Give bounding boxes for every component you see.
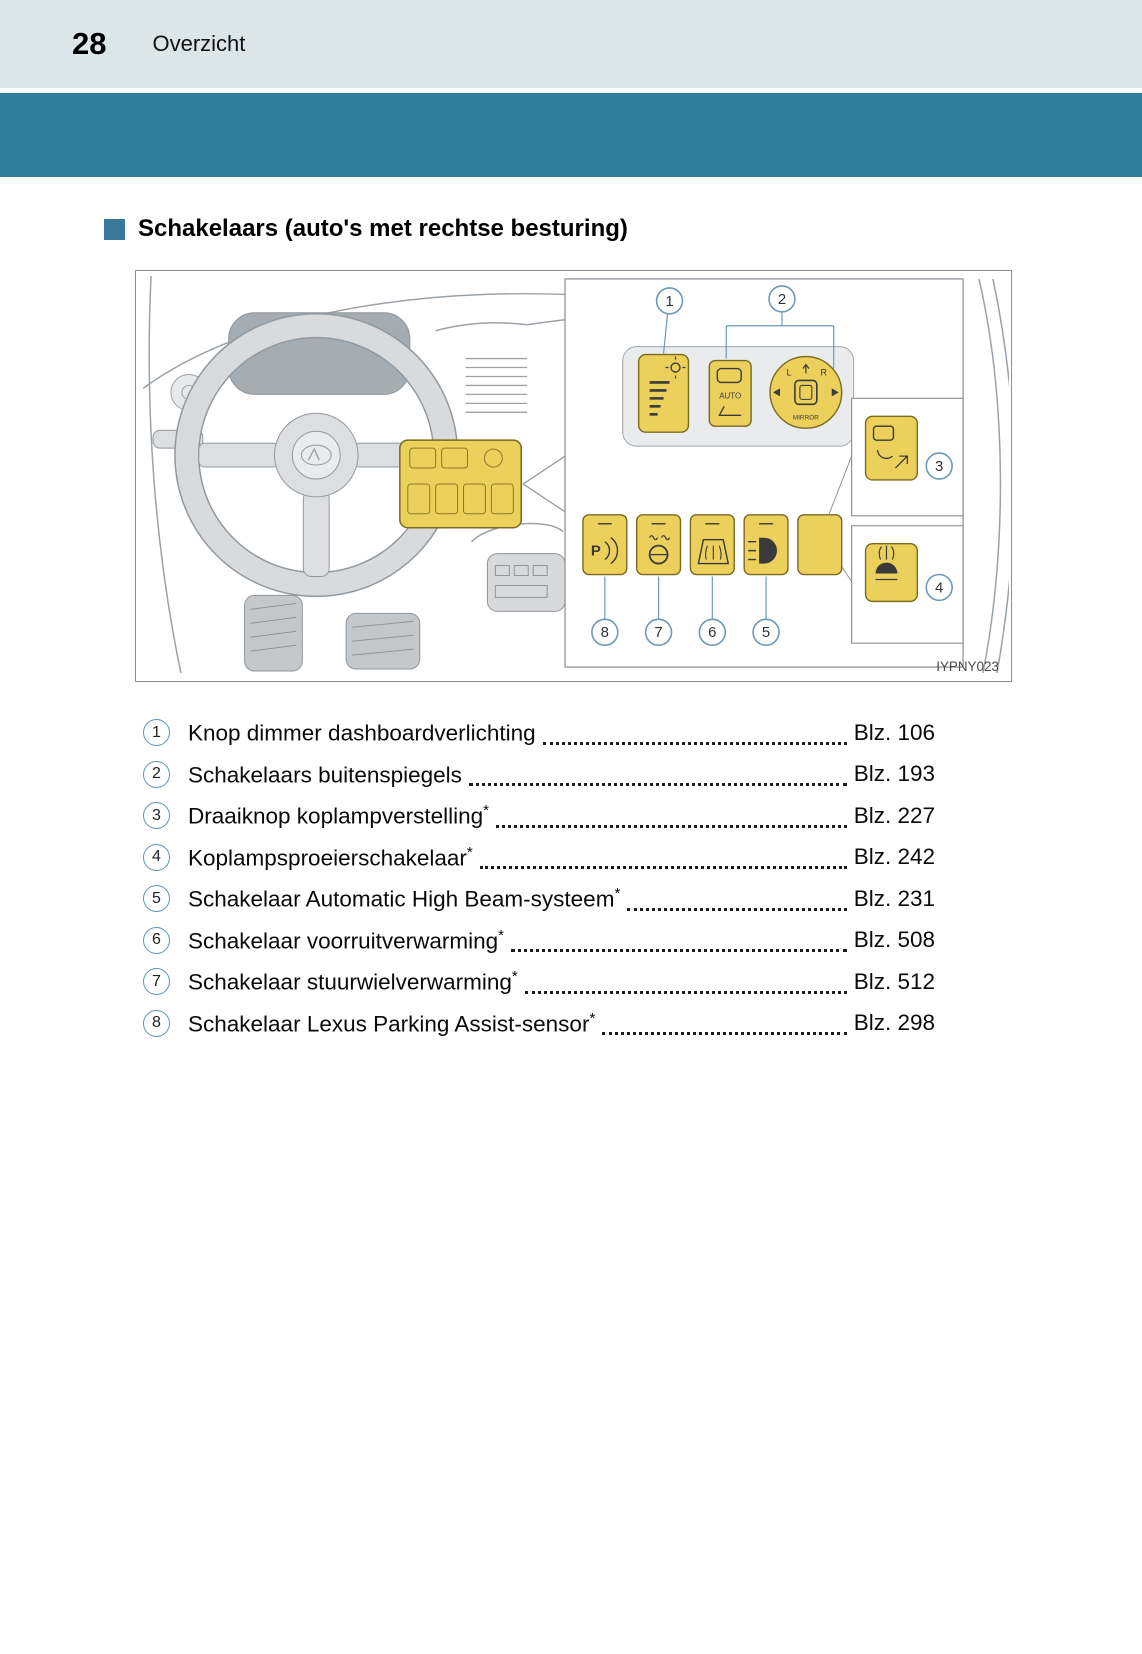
dotted-leader: [524, 990, 847, 994]
svg-text:8: 8: [601, 624, 609, 641]
pedals: [244, 594, 421, 672]
item-number-badge: 2: [143, 760, 170, 788]
list-item: 6 Schakelaar voorruitverwarming* Blz. 50…: [143, 920, 935, 962]
auto-label: AUTO: [719, 391, 741, 400]
dashboard-figure: AUTO L R MIRROR: [135, 270, 1012, 682]
defroster-switch: [689, 514, 735, 576]
steering-heat-switch: [635, 514, 682, 576]
item-label: Koplampsproeierschakelaar*: [188, 843, 473, 871]
item-label: Schakelaars buitenspiegels: [188, 762, 462, 787]
headlight-leveling-switch: [864, 415, 919, 481]
callout-7: 7: [644, 576, 673, 646]
headlamp-washer-switch: [864, 542, 919, 603]
dotted-leader: [510, 949, 847, 952]
dotted-leader: [496, 824, 847, 828]
figure-code: IYPNY023: [936, 659, 999, 674]
parking-p-label: P: [591, 543, 601, 560]
item-number-badge: 3: [143, 802, 170, 830]
callout-8: 8: [591, 576, 619, 646]
mirror-l-label: L: [786, 367, 791, 377]
svg-text:2: 2: [778, 291, 786, 308]
item-label: Knop dimmer dashboardverlichting: [188, 720, 536, 746]
dotted-leader: [627, 907, 847, 911]
item-number-badge: 5: [143, 885, 170, 913]
switch-row: P: [582, 514, 843, 576]
blank-switch: [797, 514, 843, 576]
item-label: Schakelaar stuurwielverwarming*: [188, 968, 518, 995]
item-label: Schakelaar Automatic High Beam-systeem*: [188, 885, 621, 912]
section-heading: Schakelaars (auto's met rechtse besturin…: [104, 215, 1142, 243]
item-asterisk: *: [614, 885, 621, 902]
door-switch-panel: [470, 522, 566, 612]
item-label: Schakelaar voorruitverwarming*: [188, 926, 504, 954]
callout-4: 4: [925, 573, 953, 602]
dotted-leader: [468, 783, 847, 786]
item-label: Schakelaar Lexus Parking Assist-sensor*: [188, 1009, 596, 1037]
list-item: 5 Schakelaar Automatic High Beam-systeem…: [143, 878, 935, 920]
item-page-ref: Blz. 508: [853, 927, 935, 953]
lexus-logo: [300, 444, 332, 466]
item-label: Draaiknop koplampverstelling*: [188, 802, 489, 829]
high-beam-switch: [743, 514, 789, 576]
item-asterisk: *: [589, 1009, 596, 1027]
page-number: 28: [72, 26, 107, 61]
item-number-badge: 8: [143, 1009, 170, 1037]
switch-panel-highlight: [399, 439, 522, 529]
item-page-ref: Blz. 298: [853, 1010, 935, 1036]
item-asterisk: *: [511, 968, 518, 985]
item-page-ref: Blz. 227: [853, 802, 935, 828]
chapter-banner: [0, 93, 1142, 177]
mirror-auto-button: AUTO: [708, 359, 752, 427]
parking-sensor-switch: P: [582, 514, 628, 576]
list-item: 7 Schakelaar stuurwielverwarming* Blz. 5…: [143, 961, 935, 1003]
item-asterisk: *: [466, 843, 473, 861]
dotted-leader: [542, 741, 847, 745]
item-page-ref: Blz. 106: [853, 719, 935, 745]
list-item: 1 Knop dimmer dashboardverlichting Blz. …: [143, 712, 935, 754]
item-page-ref: Blz. 512: [853, 968, 935, 994]
dotted-leader: [479, 866, 847, 869]
svg-text:1: 1: [665, 293, 673, 310]
mirror-r-label: R: [821, 367, 828, 377]
section-heading-text: Schakelaars (auto's met rechtse besturin…: [138, 215, 628, 242]
detail-inset-panel: AUTO L R MIRROR: [564, 278, 964, 668]
svg-text:6: 6: [708, 624, 716, 641]
item-asterisk: *: [498, 926, 504, 944]
svg-text:3: 3: [935, 458, 943, 475]
air-vent-grille: [465, 357, 528, 413]
page-header: 28 Overzicht: [0, 0, 1142, 88]
dotted-leader: [602, 1032, 847, 1035]
dashboard-illustration: AUTO L R MIRROR: [142, 275, 1009, 674]
callout-6: 6: [698, 576, 727, 646]
item-number-badge: 6: [143, 926, 170, 954]
item-number-badge: 7: [143, 968, 170, 996]
svg-text:7: 7: [654, 624, 662, 641]
svg-text:5: 5: [762, 624, 770, 641]
list-item: 2 Schakelaars buitenspiegels Blz. 193: [143, 754, 935, 796]
page-section-title: Overzicht: [152, 31, 246, 56]
mirror-label: MIRROR: [793, 414, 820, 421]
item-page-ref: Blz. 231: [853, 885, 935, 911]
list-item: 8 Schakelaar Lexus Parking Assist-sensor…: [143, 1003, 935, 1045]
svg-text:4: 4: [935, 579, 943, 596]
headlight-leveling-box: 3: [851, 397, 964, 517]
headlamp-washer-box: 4: [851, 525, 964, 644]
callout-3: 3: [925, 452, 953, 480]
callout-5: 5: [752, 576, 780, 646]
item-page-ref: Blz. 193: [853, 761, 935, 787]
pointer-wedge: [522, 454, 566, 513]
callout-2: 2: [725, 285, 835, 369]
list-item: 4 Koplampsproeierschakelaar* Blz. 242: [143, 837, 935, 879]
item-number-badge: 4: [143, 843, 170, 871]
item-page-ref: Blz. 242: [853, 844, 935, 870]
legend-list: 1 Knop dimmer dashboardverlichting Blz. …: [143, 712, 935, 1044]
dashboard-dimmer-switch: [637, 353, 690, 433]
callout-1: 1: [655, 287, 684, 354]
heading-bullet-icon: [104, 218, 125, 240]
mirror-adjust-knob: L R MIRROR: [769, 355, 843, 429]
item-asterisk: *: [483, 802, 489, 819]
item-number-badge: 1: [143, 719, 170, 747]
list-item: 3 Draaiknop koplampverstelling* Blz. 227: [143, 795, 935, 837]
